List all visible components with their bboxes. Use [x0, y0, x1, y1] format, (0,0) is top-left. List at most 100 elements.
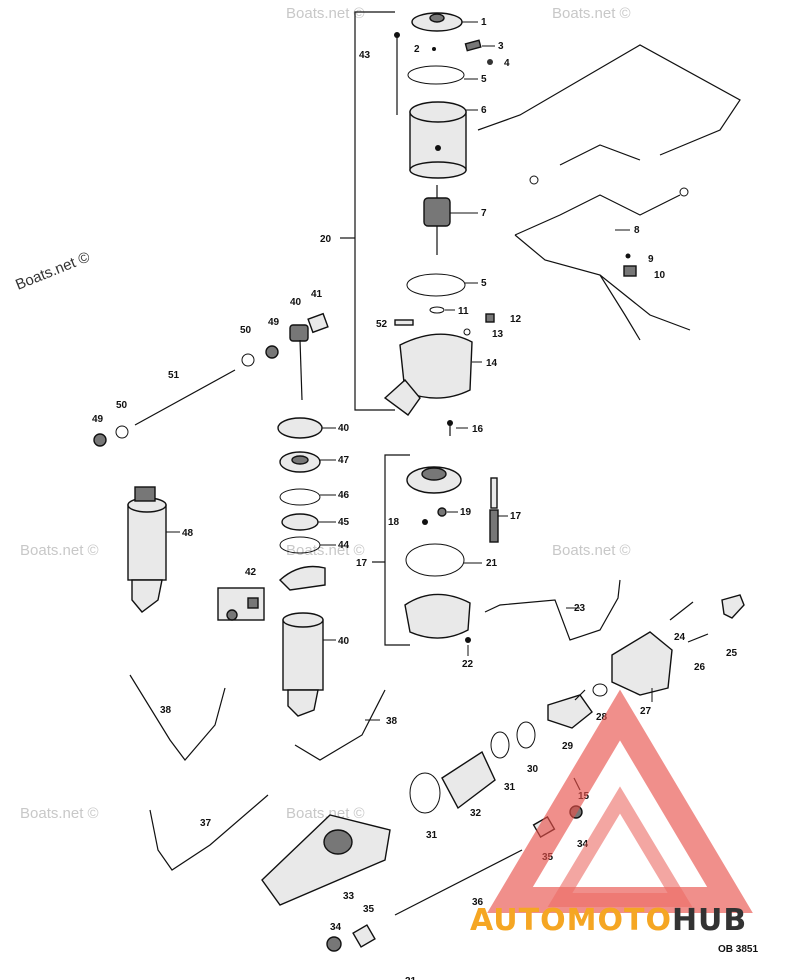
callout-48: 48 [182, 528, 194, 539]
part-30-o-ring [516, 721, 536, 749]
callout-31: 31 [504, 782, 516, 793]
callout-42: 42 [245, 567, 257, 578]
callout-2: 2 [414, 44, 420, 55]
callout-32: 32 [470, 808, 482, 819]
part-46-o-ring [279, 488, 336, 506]
part-40-rod-end [289, 324, 309, 401]
callout-11: 11 [458, 306, 469, 317]
watermark: Boats.net © [286, 805, 365, 822]
callout-19: 19 [460, 507, 472, 518]
callout-17: 17 [510, 511, 522, 522]
part-13-washer [463, 328, 471, 336]
callout-34: 34 [330, 922, 342, 933]
part-29-manifold [547, 689, 593, 729]
callout-45: 45 [338, 517, 350, 528]
watermark: Boats.net © [286, 5, 365, 22]
part-52-bolt [394, 319, 414, 326]
part-38-hydraulic-line [129, 674, 386, 761]
callout-52: 52 [376, 319, 388, 330]
callout-49: 49 [92, 414, 104, 425]
callout-37: 37 [200, 818, 212, 829]
callout-25: 25 [726, 648, 738, 659]
callout-35: 35 [363, 904, 375, 915]
part-36-shaft [394, 849, 523, 916]
callout-40: 40 [338, 636, 350, 647]
callout-12: 12 [510, 314, 522, 325]
brand-logo-icon [487, 689, 753, 913]
callout-16: 16 [472, 424, 484, 435]
watermark: Boats.net © [286, 542, 365, 559]
brand-wordmark: AUTOMOTOHUB [470, 903, 747, 938]
part-43-long-bolt [394, 32, 400, 115]
drawing-code: OB 3851 [718, 944, 758, 955]
callout-34: 34 [577, 839, 589, 850]
part-25-bracket [721, 594, 745, 619]
part-17-valve [489, 477, 508, 543]
callout-51: 51 [168, 370, 180, 381]
part-17-reservoir [404, 593, 471, 639]
callout-3: 3 [498, 41, 504, 52]
callout-50: 50 [116, 400, 128, 411]
part-32-sleeve [441, 750, 496, 810]
callout-7: 7 [481, 208, 487, 219]
part-45-piston [281, 513, 336, 531]
wiring-harness [477, 44, 741, 341]
part-26-screw [687, 633, 709, 643]
part-9-screw [625, 253, 631, 259]
callout-44: 44 [338, 540, 350, 551]
callout-36: 36 [472, 897, 484, 908]
callout-13: 13 [492, 329, 504, 340]
part-12-nut [485, 313, 495, 323]
callout-6: 6 [481, 105, 487, 116]
part-23-hydraulic-line [484, 579, 621, 641]
callout-27: 27 [640, 706, 652, 717]
callout-8: 8 [634, 225, 640, 236]
page-number: 21 [405, 976, 417, 980]
part-40-cylinder [282, 612, 336, 717]
callout-43: 43 [359, 50, 371, 61]
part-5-o-ring-top [407, 65, 478, 85]
watermark: Boats.net © [20, 542, 99, 559]
part-3-clip [464, 39, 495, 52]
part-48-shock-cylinder [127, 486, 180, 613]
callout-10: 10 [654, 270, 666, 281]
callout-49: 49 [268, 317, 280, 328]
part-47-piston [279, 451, 336, 473]
part-17-pump-top [406, 466, 462, 494]
callout-47: 47 [338, 455, 350, 466]
brand-part-1: AUTOMOTO [470, 903, 672, 938]
group-bracket-20 [340, 11, 395, 411]
part-10-terminal [623, 265, 637, 277]
part-41-bushing [307, 312, 329, 334]
group-bracket-17 [372, 454, 410, 646]
part-24-bolt [669, 601, 694, 621]
callout-5: 5 [481, 74, 487, 85]
watermark: Boats.net © [552, 542, 631, 559]
part-14-end-frame [383, 333, 482, 416]
part-5-o-ring-bottom [406, 273, 478, 297]
part-11-washer [429, 306, 455, 314]
callout-5: 5 [481, 278, 487, 289]
part-31-o-ring [409, 731, 510, 814]
part-6-motor-housing [409, 101, 478, 179]
callout-46: 46 [338, 490, 350, 501]
callout-9: 9 [648, 254, 654, 265]
part-33-base [261, 814, 391, 906]
callout-26: 26 [694, 662, 706, 673]
watermark: Boats.net © [552, 5, 631, 22]
callout-20: 20 [320, 234, 332, 245]
callout-4: 4 [504, 58, 510, 69]
callout-21: 21 [486, 558, 498, 569]
part-42-bracket [217, 565, 326, 621]
callout-38: 38 [160, 705, 172, 716]
part-27-pump-body [611, 631, 673, 702]
callout-28: 28 [596, 712, 608, 723]
part-16-screw [447, 420, 468, 436]
watermark-main: Boats.net © [13, 248, 92, 293]
callout-41: 41 [311, 289, 323, 300]
callout-31: 31 [426, 830, 438, 841]
part-22-fitting [465, 637, 471, 656]
part-18-ball [422, 519, 428, 525]
